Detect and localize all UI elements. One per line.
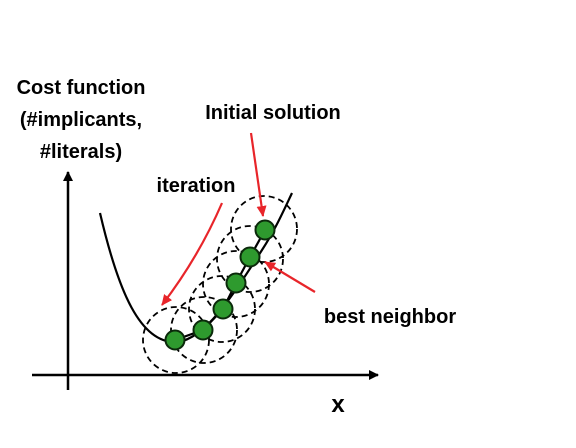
initial-solution-label: Initial solution: [205, 102, 341, 124]
y-axis-label-line1: Cost function: [17, 77, 146, 99]
neighborhood-circle: [202, 250, 270, 318]
neighborhood-circle: [142, 306, 210, 374]
neighborhood-circle: [230, 195, 298, 263]
neighborhood-circles: [142, 195, 298, 374]
solution-node: [164, 329, 186, 351]
solution-nodes: [164, 219, 276, 351]
neighborhood-circle: [170, 296, 238, 364]
solution-node: [239, 246, 261, 268]
neighborhood-circle: [188, 275, 256, 343]
neighborhood-circle: [216, 225, 284, 293]
solution-node: [192, 319, 214, 341]
best-neighbor-arrow: [264, 261, 316, 293]
x-axis-label: x: [331, 391, 345, 418]
y-axis-label-line2: (#implicants,: [20, 109, 142, 131]
solution-node-initial: [254, 219, 276, 241]
solution-node: [212, 298, 234, 320]
iteration-arrow: [161, 202, 224, 306]
initial-solution-arrow: [249, 132, 267, 217]
y-axis-label-line3: #literals): [40, 141, 122, 163]
best-neighbor-label: best neighbor: [324, 306, 456, 328]
solution-node: [225, 272, 247, 294]
iteration-label: iteration: [157, 175, 236, 197]
